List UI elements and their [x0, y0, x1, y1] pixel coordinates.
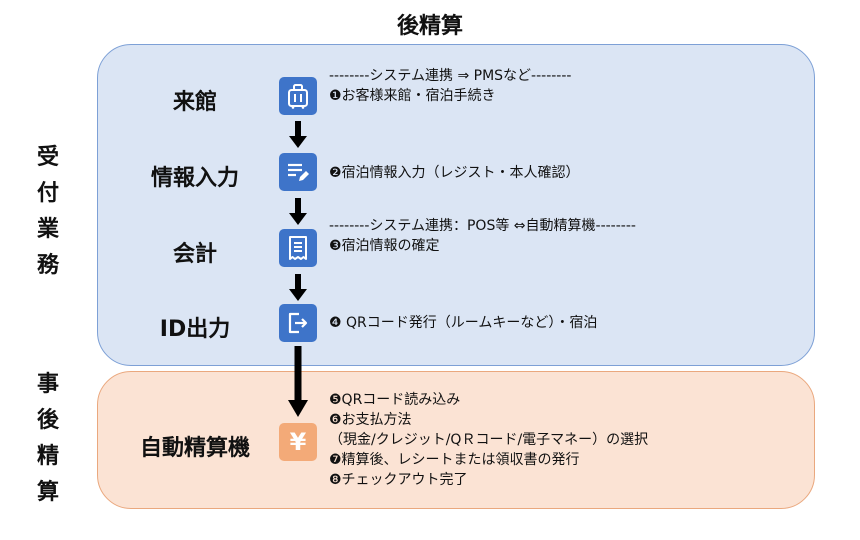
section-label-front: 受付業務 — [36, 145, 59, 278]
yen-glyph: ¥ — [289, 428, 307, 456]
desc-line: ❸宿泊情報の確定 — [329, 238, 440, 254]
step-desc-kiosk: ❺QRコード読み込み ❻お支払方法 （現金/クレジット/QＲコード/電子マネー）… — [329, 390, 648, 490]
desc-line: --------システム連携：POS等 ⇔自動精算機-------- — [329, 218, 636, 234]
step-desc-arrival: --------システム連携 ⇒ PMSなど-------- ❶お客様来館・宿泊… — [329, 66, 571, 106]
down-arrow-icon — [289, 121, 307, 148]
down-arrow-icon — [288, 346, 308, 417]
step-desc-accounting: --------システム連携：POS等 ⇔自動精算機-------- ❸宿泊情報… — [329, 216, 636, 256]
step-label-info-input: 情報入力 — [150, 166, 239, 191]
diagram-title: 後精算 — [396, 14, 463, 39]
desc-line: ❶お客様来館・宿泊手続き — [329, 88, 496, 104]
post-settlement-panel — [97, 371, 815, 509]
desc-line: ❻お支払方法 — [329, 412, 412, 428]
form-edit-icon — [279, 153, 317, 191]
receipt-icon — [279, 229, 317, 267]
step-label-arrival: 来館 — [172, 90, 217, 115]
desc-line: ❼精算後、レシートまたは領収書の発行 — [329, 452, 580, 468]
exit-icon — [279, 304, 317, 342]
desc-line: ❺QRコード読み込み — [329, 392, 461, 408]
desc-line: ❹ QRコード発行（ルームキーなど）・宿泊 — [329, 315, 598, 331]
front-desk-panel — [97, 44, 815, 366]
down-arrow-icon — [289, 198, 307, 225]
step-label-accounting: 会計 — [172, 242, 217, 267]
desc-line: ❽チェックアウト完了 — [329, 472, 468, 488]
luggage-icon — [279, 77, 317, 115]
step-desc-id-output: ❹ QRコード発行（ルームキーなど）・宿泊 — [329, 313, 597, 333]
down-arrow-icon — [289, 274, 307, 301]
section-label-post: 事後精算 — [36, 372, 59, 505]
step-label-id-output: ID出力 — [159, 317, 231, 342]
desc-line: （現金/クレジット/QＲコード/電子マネー）の選択 — [329, 432, 649, 448]
desc-line: --------システム連携 ⇒ PMSなど-------- — [329, 68, 572, 84]
step-desc-info-input: ❷宿泊情報入力（レジスト・本人確認） — [329, 163, 580, 183]
step-label-kiosk: 自動精算機 — [139, 436, 250, 461]
desc-line: ❷宿泊情報入力（レジスト・本人確認） — [329, 165, 580, 181]
yen-icon: ¥ — [279, 423, 317, 461]
